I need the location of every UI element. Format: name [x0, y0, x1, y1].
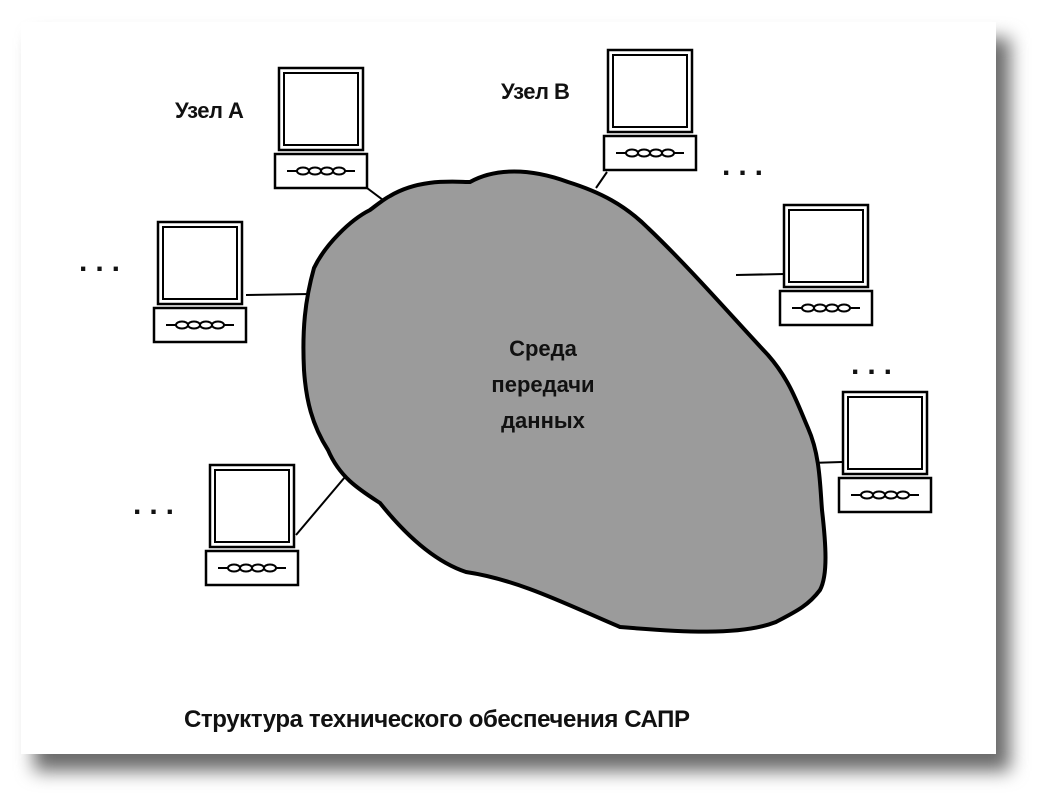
node-b-label: Узел В: [501, 79, 570, 104]
medium-label-line1: Среда: [509, 336, 577, 361]
link-node-b: [595, 171, 608, 189]
link-right-1: [735, 273, 785, 276]
diagram-caption: Структура технического обеспечения САПР: [184, 706, 690, 733]
computer-left-2: [204, 463, 300, 587]
ellipsis-right-2: ...: [851, 348, 901, 381]
medium-label-line2: передачи: [491, 372, 595, 397]
ellipsis-left-2: ...: [133, 488, 183, 521]
medium-label-line3: данных: [501, 408, 585, 433]
computer-node-b: [602, 48, 698, 172]
data-medium-blob: [301, 169, 828, 634]
computer-right-1: [778, 203, 874, 327]
link-left-2: [295, 476, 346, 536]
computer-node-a: [273, 66, 369, 190]
link-left-1: [245, 293, 311, 296]
node-a-label: Узел А: [175, 98, 244, 123]
computer-right-2: [837, 390, 933, 514]
ellipsis-left-1: ...: [79, 245, 129, 278]
computer-left-1: [152, 220, 248, 344]
medium-label: Среда передачи данных: [443, 331, 643, 439]
ellipsis-right-1: ...: [722, 149, 772, 182]
